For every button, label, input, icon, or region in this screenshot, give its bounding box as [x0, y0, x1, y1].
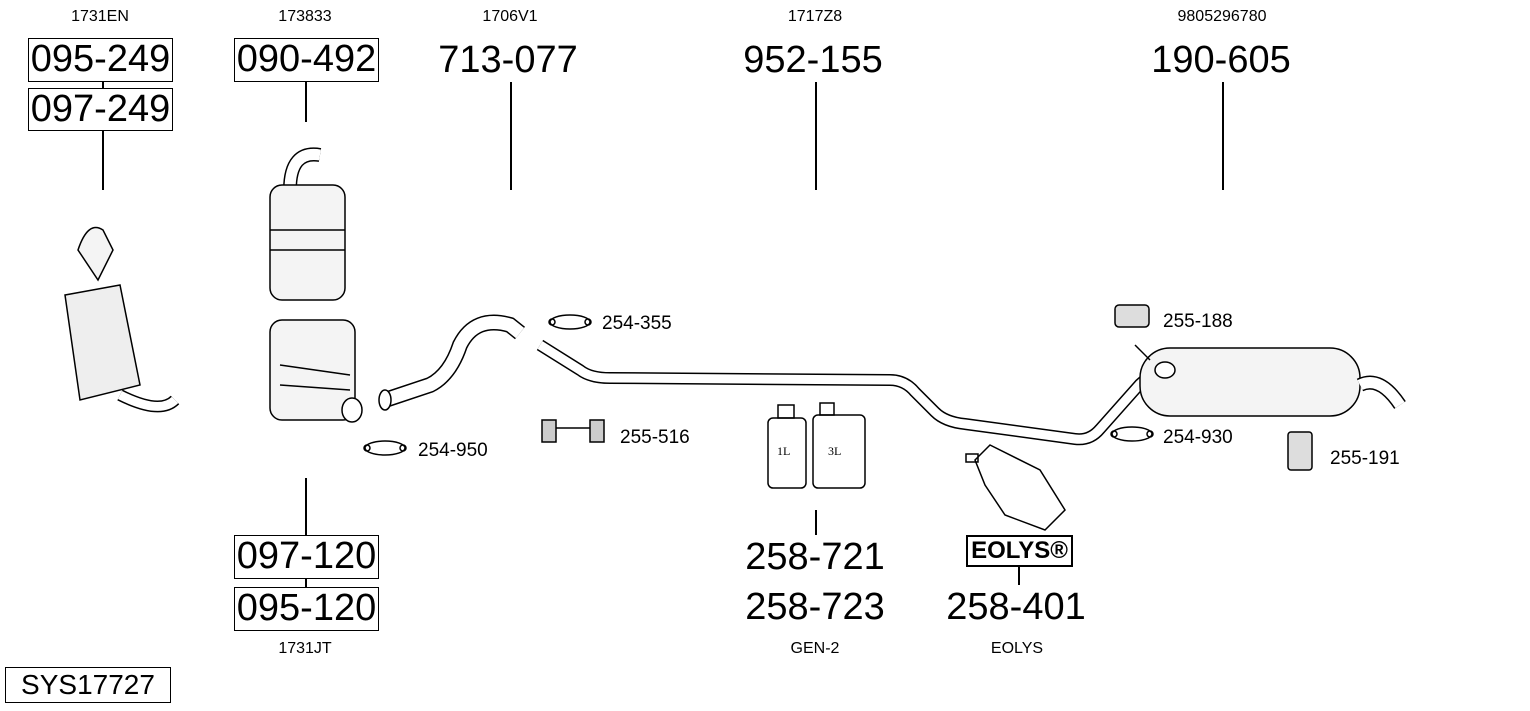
front-pipe-drawing[interactable]: [378, 314, 525, 411]
part-code-258-723[interactable]: 258-723: [745, 586, 885, 628]
part-code-258-401[interactable]: 258-401: [946, 586, 1086, 628]
ref-173833: 173833: [278, 8, 332, 25]
dpf-lower-drawing[interactable]: [269, 319, 363, 423]
rear-silencer-drawing[interactable]: [1134, 344, 1406, 417]
additive-bottle-3l-icon[interactable]: [812, 402, 866, 489]
ref-1731jt: 1731JT: [278, 640, 332, 657]
mount-255-516-icon[interactable]: [541, 419, 605, 443]
part-code-190-605[interactable]: 190-605: [1151, 39, 1291, 81]
connector-line: [305, 478, 307, 535]
eolys-logo: EOLYS®: [966, 535, 1073, 567]
mount-255-191-icon[interactable]: [1287, 431, 1313, 471]
clamp-254-355-icon[interactable]: [548, 314, 592, 330]
part-code-090-492[interactable]: 090-492: [234, 38, 379, 82]
clamp-254-930-icon[interactable]: [1110, 426, 1154, 442]
connector-line: [1222, 82, 1224, 190]
part-code-255-516[interactable]: 255-516: [620, 427, 690, 448]
connector-line: [815, 82, 817, 190]
dpf-upper-drawing[interactable]: [269, 147, 346, 301]
part-code-097-120[interactable]: 097-120: [234, 535, 379, 579]
additive-bottle-1l-icon[interactable]: [767, 404, 807, 489]
part-code-254-930[interactable]: 254-930: [1163, 427, 1233, 448]
ref-1706v1: 1706V1: [482, 8, 538, 25]
ref-1731en: 1731EN: [71, 8, 129, 25]
part-code-095-249[interactable]: 095-249: [28, 38, 173, 82]
bottle-3l-label: 3L: [828, 444, 841, 458]
bottle-1l-label: 1L: [777, 444, 790, 458]
part-code-254-355[interactable]: 254-355: [602, 313, 672, 334]
eolys-bag-icon[interactable]: [965, 444, 1066, 531]
part-code-095-120[interactable]: 095-120: [234, 587, 379, 631]
catalytic-converter-drawing[interactable]: [64, 226, 180, 413]
part-code-258-721[interactable]: 258-721: [745, 536, 885, 578]
ref-9805296780: 9805296780: [1177, 8, 1267, 25]
connector-line: [510, 82, 512, 190]
clamp-254-950-icon[interactable]: [363, 440, 407, 456]
mount-255-188-icon[interactable]: [1114, 304, 1150, 328]
part-code-952-155[interactable]: 952-155: [743, 39, 883, 81]
system-id: SYS17727: [5, 667, 171, 703]
part-code-254-950[interactable]: 254-950: [418, 440, 488, 461]
ref-1717z8: 1717Z8: [787, 8, 843, 25]
part-code-713-077[interactable]: 713-077: [438, 39, 578, 81]
connector-line: [102, 131, 104, 190]
ref-eolys: EOLYS: [990, 640, 1044, 657]
connector-line: [102, 82, 104, 88]
connector-line: [815, 510, 817, 535]
connector-line: [1018, 567, 1020, 585]
part-code-255-191[interactable]: 255-191: [1330, 448, 1400, 469]
connector-line: [305, 579, 307, 587]
part-code-097-249[interactable]: 097-249: [28, 88, 173, 131]
ref-gen-2: GEN-2: [790, 640, 840, 657]
connector-line: [305, 82, 307, 122]
part-code-255-188[interactable]: 255-188: [1163, 311, 1233, 332]
